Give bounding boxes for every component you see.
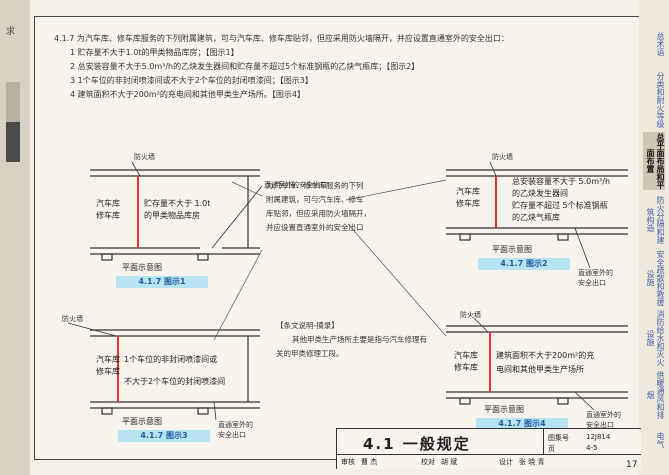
- figure3-plan-label: 平面示意图: [122, 417, 162, 426]
- page-label: 页: [548, 445, 555, 453]
- atlas-number: 12J814: [586, 433, 611, 441]
- figure3-garage-line1: 汽车库: [96, 355, 120, 364]
- side-nav-item-water[interactable]: 消防给水和灭火设施: [646, 310, 665, 366]
- figure2-content-line3: 贮存量不超过 5个标准钢瓶: [512, 201, 608, 210]
- page-code: 4-5: [586, 444, 598, 452]
- side-nav-item-layout[interactable]: 总平面布局和平面布置: [643, 132, 665, 190]
- check-name: 胡 斌: [441, 458, 458, 466]
- explain-note-title: 【条文说明-摘录】: [276, 321, 339, 330]
- check-label: 校对: [421, 458, 435, 466]
- figure4-exit-leader: [574, 391, 595, 411]
- figure1-wall-label: 防火墙: [134, 153, 155, 161]
- figure2-exit-line1: 直通室外的: [578, 269, 613, 277]
- center-note-arrows: [213, 179, 447, 341]
- figure1-content-line1: 贮存量不大于 1.0t: [144, 199, 211, 208]
- figure4-wall-label: 防火墙: [460, 311, 481, 319]
- figure4-wall-leader: [473, 317, 489, 333]
- figure4-caption: 4.1.7 图示4: [476, 418, 568, 430]
- figure3-garage-line2: 修车库: [96, 367, 120, 376]
- figure2-garage-line1: 汽车库: [456, 187, 480, 196]
- explain-note-line1: 其他甲类生产场所主要是指与汽车修理有: [292, 335, 427, 344]
- figure1-wall-leader: [131, 161, 141, 177]
- figure1-exit-label: 直通室外的安全出口: [264, 181, 327, 189]
- figure1-caption: 4.1.7 图示1: [116, 276, 208, 288]
- figure2-wall-leader: [489, 161, 497, 177]
- figure2-plan: [446, 169, 628, 241]
- figure3-caption: 4.1.7 图示3: [118, 430, 210, 442]
- review-name: 曹 杰: [361, 458, 378, 466]
- review-label: 审核: [341, 458, 355, 466]
- figure1-exit-leader: [211, 185, 263, 249]
- figure3-content-line2: 不大于2个车位的封闭喷漆间: [124, 377, 226, 386]
- figure4-garage-line2: 修车库: [454, 363, 478, 372]
- figure2-wall-label: 防火墙: [492, 153, 513, 161]
- side-nav-item-electrical[interactable]: 电气: [656, 432, 665, 448]
- clause-item-2: 2 总安装容量不大于5.0m³/h的乙炔发生器间和贮存量不超过5个标准钢瓶的乙炔…: [70, 62, 420, 71]
- center-note-line4: 并应设置直通室外的安全出口: [266, 223, 364, 232]
- figure2-exit-leader: [574, 227, 591, 269]
- center-note-line1: 为汽车库、修车库服务的下列: [266, 181, 364, 190]
- side-nav-item-evacuation[interactable]: 安全疏散和救援设施: [646, 250, 665, 306]
- figure1-garage-line2: 修车库: [96, 211, 120, 220]
- figure4-exit-line2: 安全出口: [586, 421, 614, 429]
- clause-text: 4.1.7 为汽车库、修车库服务的下列附属建筑，可与汽车库、修车库贴邻，但应采用…: [54, 32, 614, 102]
- figure3-content-line1: 1个车位的非封闭喷漆间或: [124, 355, 218, 364]
- center-note-line2: 附属建筑，可与汽车库、修车: [266, 195, 364, 204]
- clause-item-4: 4 建筑面积不大于200m²的充电间和其他甲类生产场所。【图示4】: [70, 90, 305, 99]
- figure2-caption: 4.1.7 图示2: [478, 258, 570, 270]
- side-nav-item-terms[interactable]: 总术语: [656, 32, 665, 56]
- left-margin-strip: 求: [0, 0, 30, 475]
- figure2-garage-line2: 修车库: [456, 199, 480, 208]
- figure3-exit-line1: 直通室外的: [218, 421, 253, 429]
- figure2-content-line2: 的乙炔发生器间: [512, 189, 568, 198]
- section-title: 4.1 一般规定: [363, 435, 471, 453]
- figure1-plan: [90, 169, 260, 261]
- figure2-plan-label: 平面示意图: [492, 245, 532, 254]
- center-note-line3: 库贴邻，但应采用防火墙隔开，: [266, 209, 371, 218]
- clause-item-3: 3 1个车位的非封闭喷漆间或不大于2个车位的封闭喷漆间；【图示3】: [70, 76, 313, 85]
- figure2-content-line1: 总安装容量不大于 5.0m³/h: [512, 177, 611, 186]
- title-block-right: 图集号 12J814 页 4-5: [543, 429, 642, 455]
- figure4-content-line1: 建筑面积不大于200m²的充: [496, 351, 595, 360]
- figure2-content-line4: 的乙炔气瓶库: [512, 213, 560, 222]
- figure4-plan-label: 平面示意图: [484, 405, 524, 414]
- figure3-plan: [90, 329, 260, 415]
- atlas-label: 图集号: [548, 434, 569, 442]
- page-number: 17: [626, 460, 638, 470]
- figure1-plan-label: 平面示意图: [122, 263, 162, 272]
- side-nav-item-classification[interactable]: 分类和耐火等级: [656, 72, 665, 128]
- title-block: 4.1 一般规定 图集号 12J814 页 4-5: [336, 428, 641, 455]
- figure1-content-line2: 的甲类物品库房: [144, 211, 200, 220]
- clause-item-1: 1 贮存量不大于1.0t的甲类物品库房；【图示1】: [70, 48, 239, 57]
- clause-lead: 4.1.7 为汽车库、修车库服务的下列附属建筑，可与汽车库、修车库贴邻，但应采用…: [54, 34, 509, 43]
- left-tab-dark: [6, 122, 20, 162]
- figure3-exit-line2: 安全出口: [218, 431, 246, 439]
- explain-note-line2: 关的甲类修理工段。: [276, 349, 344, 358]
- left-tab-top: 求: [6, 27, 16, 37]
- side-nav-item-ventilation[interactable]: 供暖通风和排烟: [646, 371, 665, 419]
- figure4-content-line2: 电间和其他甲类生产场所: [496, 365, 584, 374]
- figure4-exit-line1: 直通室外的: [586, 411, 621, 419]
- figure2-exit-line2: 安全出口: [578, 279, 606, 287]
- figure3-wall-leader: [67, 322, 117, 337]
- document-page: [34, 16, 644, 460]
- side-navigation: [639, 0, 669, 475]
- design-name: 张 晓 青: [519, 458, 545, 466]
- figure4-plan: [446, 325, 628, 405]
- side-nav-item-separation[interactable]: 防火分隔和建筑构造: [646, 196, 665, 244]
- figure4-garage-line1: 汽车库: [454, 351, 478, 360]
- figure3-exit-leader: [213, 401, 217, 421]
- figure1-garage-line1: 汽车库: [96, 199, 120, 208]
- figure3-wall-label: 防火墙: [62, 315, 83, 323]
- title-block-signatures: 审核 曹 杰 校对 胡 斌 设计 张 晓 青: [336, 454, 641, 469]
- design-label: 设计: [499, 458, 513, 466]
